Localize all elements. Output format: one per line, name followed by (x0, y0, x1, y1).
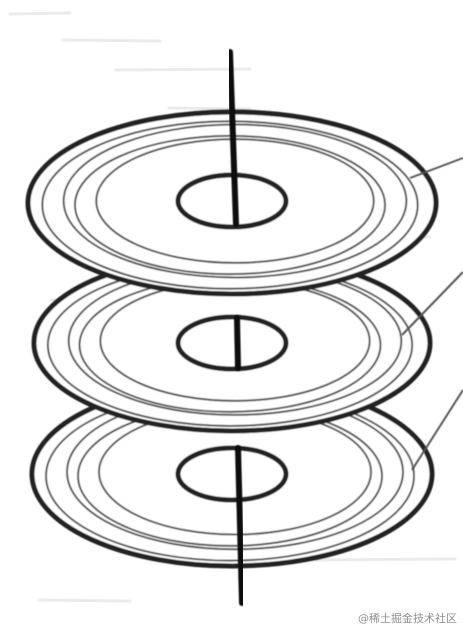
platter-hub (175, 314, 289, 372)
paper-texture-streak (8, 11, 72, 16)
spindle-upper-segment (227, 49, 239, 227)
spindle-middle-segment (234, 315, 241, 371)
paper-texture-streak (167, 106, 252, 111)
paper-texture-streak (314, 557, 457, 562)
spindle (227, 49, 245, 606)
leader-lines (401, 157, 463, 471)
leader-line-1 (409, 157, 463, 179)
platter-stack (25, 109, 439, 569)
platter-hub (175, 445, 289, 503)
leader-line-3 (411, 389, 463, 471)
watermark: @稀土掘金技术社区 (358, 612, 457, 625)
paper-texture-streak (61, 38, 162, 43)
platter-1 (25, 109, 439, 297)
paper-texture-streak (37, 598, 132, 603)
spindle-lower-segment (235, 445, 245, 606)
leader-line-2 (401, 271, 463, 336)
